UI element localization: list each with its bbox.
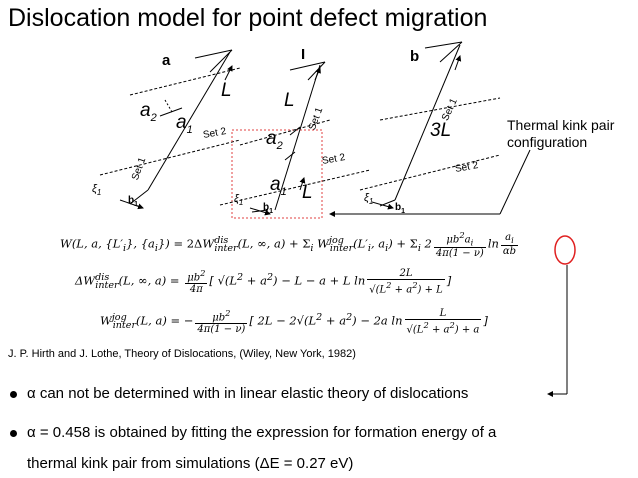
bullet-2-continuation: thermal kink pair from simulations (ΔE =… xyxy=(27,455,354,472)
panel-I-drawing xyxy=(219,61,371,219)
bullet-2: α = 0.458 is obtained by fitting the exp… xyxy=(10,424,496,441)
panel-a-drawing xyxy=(99,49,241,210)
label-b1-I: b1 xyxy=(263,202,274,215)
equation-1: W(L, a, {L′i}, {ai}) = 2ΔWdisinter(L, ∞,… xyxy=(60,230,519,260)
label-b1-b: b1 xyxy=(395,202,406,215)
alpha-b-highlight xyxy=(554,235,576,265)
panel-label-I: I xyxy=(301,46,306,63)
label-b1-a: b1 xyxy=(128,195,139,208)
callout-line-1: Thermal kink pair xyxy=(507,117,615,133)
callout-line-2: configuration xyxy=(507,134,588,150)
label-L-a: L xyxy=(221,80,232,101)
connector-arrow xyxy=(547,265,568,397)
label-L-I-top: L xyxy=(284,90,295,111)
label-3L: 3L xyxy=(430,120,452,141)
bullet-1: α can not be determined with in linear e… xyxy=(10,385,468,402)
callout-arrow xyxy=(329,149,531,217)
panel-label-b: b xyxy=(410,48,420,65)
bullet-dot xyxy=(10,429,17,437)
label-a2-I: a2 xyxy=(266,128,283,152)
panel-b-drawing xyxy=(359,41,501,210)
label-L-I-bottom: L xyxy=(302,182,313,203)
panel-label-a: a xyxy=(162,52,171,69)
label-a2-a: a2 xyxy=(140,100,157,124)
label-a1-I: a1 xyxy=(270,174,287,198)
label-xi1-I: ξ1 xyxy=(234,193,244,208)
label-xi1-a: ξ1 xyxy=(92,183,102,198)
citation: J. P. Hirth and J. Lothe, Theory of Disl… xyxy=(8,348,356,360)
bullet-dot xyxy=(10,390,17,398)
slide-title: Dislocation model for point defect migra… xyxy=(8,4,488,32)
label-a1-a: a1 xyxy=(176,112,193,136)
callout-text: Thermal kink pair configuration xyxy=(507,117,614,151)
label-xi1-b: ξ1 xyxy=(364,192,374,207)
